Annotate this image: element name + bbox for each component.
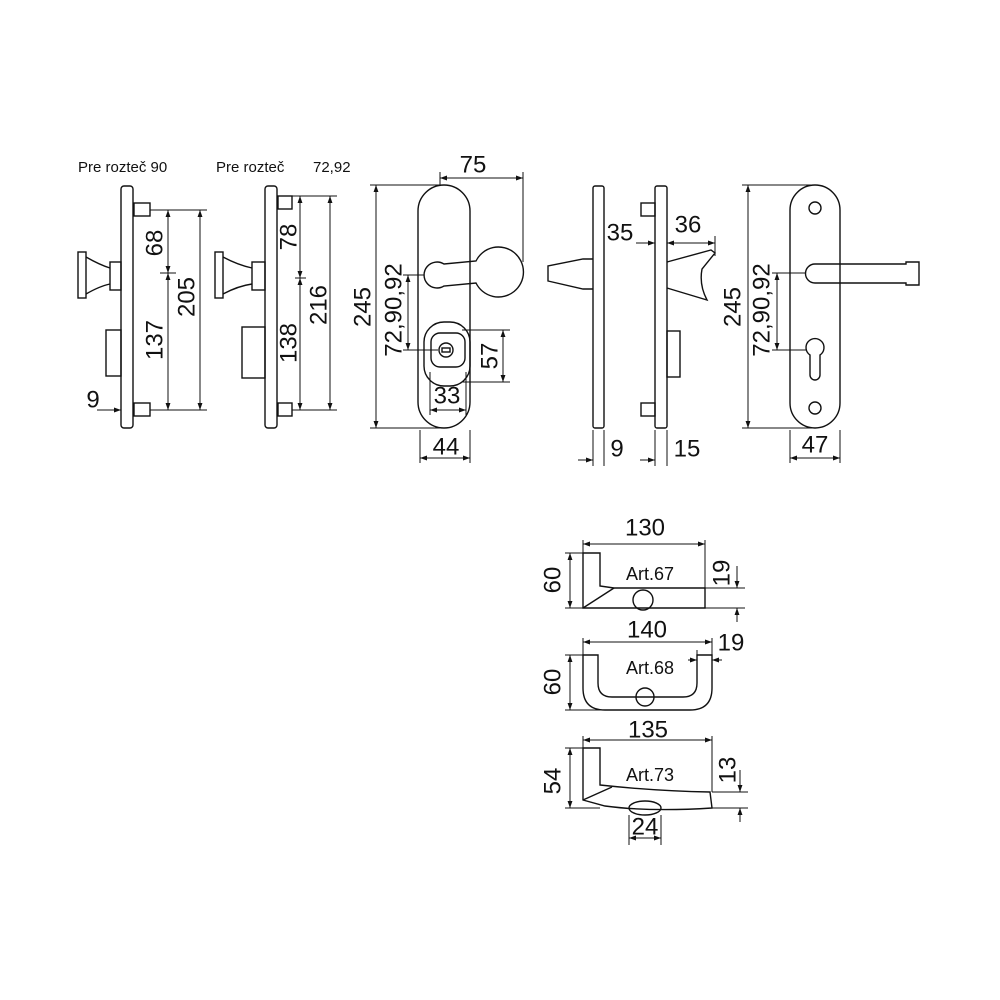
keyhole <box>805 337 825 381</box>
dimension-label-upper: 78 <box>276 224 303 251</box>
dimension-label-breadth: 47 <box>802 432 829 459</box>
dimension-label-overall: 245 <box>720 287 747 327</box>
extension-lines <box>592 236 716 466</box>
dimension-label-span: 140 <box>627 617 667 644</box>
dimension-label-reach: 54 <box>540 768 567 795</box>
article-label: Art.67 <box>626 564 674 584</box>
article-label: Art.73 <box>626 765 674 785</box>
outer-lever-end <box>666 249 717 302</box>
front-view-knob: 75 245 72,90,92 57 33 44 <box>350 152 525 463</box>
fixing-pin-top <box>133 202 151 217</box>
dimension-label-inner: 35 <box>607 220 634 247</box>
dimension-label-inner-plate: 9 <box>610 436 623 463</box>
dimension-label-reach: 75 <box>460 152 487 179</box>
dimension-label-grip: 13 <box>715 757 742 784</box>
cylinder-guard <box>423 321 471 387</box>
lever-rose <box>635 687 655 707</box>
extension-lines <box>742 184 841 463</box>
dimension-label-reach: 60 <box>540 567 567 594</box>
inner-plate <box>592 185 605 429</box>
dimension-label-guard: 57 <box>477 343 504 370</box>
heading-pitch-90: Pre rozteč 90 <box>78 159 167 176</box>
escutcheon-plate <box>789 184 841 429</box>
side-view-lever: 35 36 9 15 <box>547 185 717 466</box>
dimension-label-pitch: 72,90,92 <box>749 263 776 356</box>
key-slot <box>441 347 451 353</box>
lever-bevel-edge <box>582 587 615 609</box>
knob-flanks <box>222 256 253 295</box>
backplate <box>120 185 134 429</box>
lever-profile-art-73: 135 54 Art.73 13 24 <box>540 717 748 845</box>
extension-lines <box>565 540 745 609</box>
lever-outline <box>582 552 706 609</box>
knob-face <box>214 251 224 299</box>
fixing-pin-bottom <box>277 402 293 417</box>
dimension-label-rose: 24 <box>632 814 659 841</box>
heading-pitch-72-92-label: Pre rozteč <box>216 159 285 176</box>
lever-profile-art-67: 130 60 Art.67 19 <box>540 515 745 622</box>
backplate <box>264 185 278 429</box>
heading-pitch-72-92-value: 72,92 <box>313 159 351 176</box>
dimension-label-grip: 19 <box>718 630 745 657</box>
dimension-label-span: 135 <box>628 717 668 744</box>
fixed-knob <box>423 246 525 298</box>
front-view-lever: 245 72,90,92 47 <box>720 184 920 463</box>
dimension-label-lower: 138 <box>276 323 303 363</box>
dimension-label-grip: 19 <box>709 560 736 587</box>
cylinder-housing <box>666 330 681 378</box>
dimension-label-overall: 216 <box>306 285 333 325</box>
dimension-label-pitch: 72,90,92 <box>381 263 408 356</box>
dimension-label-span: 130 <box>625 515 665 542</box>
lever-rose <box>628 800 662 816</box>
fixing-pin-top <box>640 202 656 217</box>
cylinder-housing <box>241 326 266 379</box>
lever-outline <box>582 747 713 811</box>
outer-plate <box>654 185 668 429</box>
fixing-pin-bottom <box>640 402 656 417</box>
extension-lines <box>565 638 713 711</box>
inner-lever-end <box>547 258 593 290</box>
dimension-label-plate: 9 <box>86 387 99 414</box>
fixing-pin-top <box>277 195 293 210</box>
dimension-label-breadth: 44 <box>433 434 460 461</box>
screw-hole-bottom <box>808 401 822 415</box>
dimension-label-outer: 36 <box>675 212 702 239</box>
knob-base <box>251 261 266 291</box>
knob-base <box>109 261 122 291</box>
cylinder-housing <box>105 329 122 377</box>
screw-hole-top <box>808 201 822 215</box>
knob-flanks <box>85 256 111 295</box>
dimension-label-overall: 245 <box>350 287 377 327</box>
article-label: Art.68 <box>626 658 674 678</box>
dimension-label-reach: 60 <box>540 669 567 696</box>
dimension-label-opening: 33 <box>434 383 461 410</box>
lever-rose <box>632 589 654 611</box>
lever-bevel-edge <box>582 786 613 801</box>
fixing-pin-bottom <box>133 402 151 417</box>
side-view-pitch-72-92: Pre rozteč 72,92 78 138 216 <box>214 159 351 429</box>
dimension-label-overall: 205 <box>174 277 201 317</box>
cylinder-core <box>438 342 454 358</box>
dimension-label-outer-plate: 15 <box>674 436 701 463</box>
lever-handle <box>804 261 920 286</box>
lever-profile-art-68: 140 19 60 Art.68 <box>540 617 745 711</box>
dimension-label-lower: 137 <box>142 320 169 360</box>
knob-face <box>77 251 87 299</box>
dimension-label-upper: 68 <box>142 230 169 257</box>
side-view-pitch-90: Pre rozteč 90 68 137 205 9 <box>77 159 207 429</box>
